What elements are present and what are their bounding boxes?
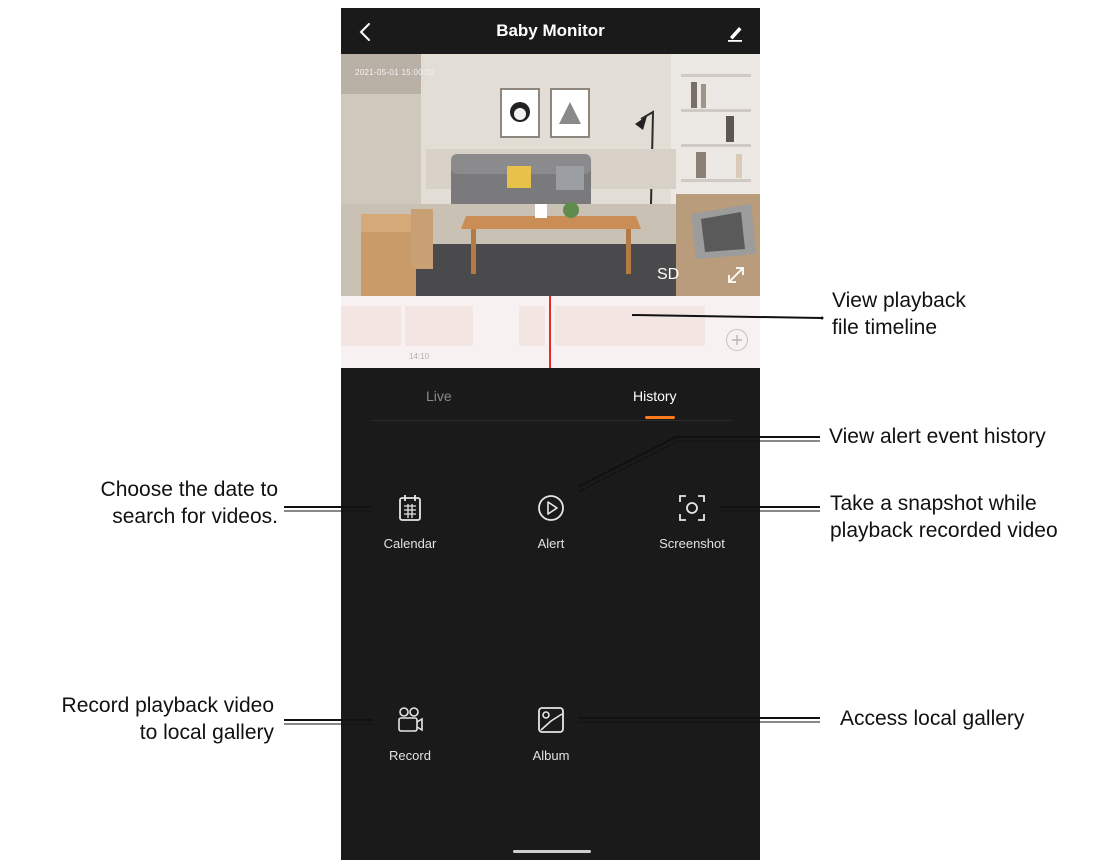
calendar-button[interactable]: Calendar (355, 492, 465, 551)
timeline-segment (555, 306, 705, 346)
annotation-line: file timeline (832, 316, 938, 339)
timeline-segment (341, 306, 401, 346)
timeline-segment (405, 306, 473, 346)
video-camera-icon (398, 707, 423, 732)
video-timestamp: 2021-05-01 15:00:02 (355, 68, 435, 77)
phone-screen: Baby Monitor (341, 8, 760, 860)
camera-live-view[interactable]: 2021-05-01 15:00:02 SD (341, 54, 760, 296)
annotation-line: Choose the date to (100, 478, 278, 501)
timeline-segment (519, 306, 545, 346)
leader-line-end (820, 316, 824, 320)
play-circle-icon (538, 495, 564, 521)
tab-history[interactable]: History (633, 388, 677, 404)
chevron-left-icon[interactable] (355, 20, 377, 44)
playback-timeline[interactable]: 14:10 (341, 296, 760, 368)
expand-diagonal-icon[interactable] (725, 264, 747, 286)
tab-divider (371, 420, 731, 421)
screenshot-button[interactable]: Screenshot (637, 492, 747, 551)
annotation-album: Access local gallery (840, 705, 1024, 732)
pencil-icon[interactable] (724, 20, 746, 44)
annotation-timeline: View playback file timeline (832, 287, 966, 341)
calendar-icon (399, 495, 421, 521)
screenshot-label: Screenshot (659, 536, 725, 551)
screenshot-icon (679, 495, 705, 521)
page-title: Baby Monitor (496, 21, 605, 40)
room-scene-image (341, 54, 760, 296)
top-bar: Baby Monitor (341, 8, 760, 54)
calendar-label: Calendar (383, 536, 437, 551)
annotation-alert: View alert event history (829, 423, 1046, 450)
plus-circle-icon[interactable] (726, 329, 748, 351)
gallery-icon (538, 707, 564, 733)
home-indicator (513, 850, 591, 853)
album-label: Album (532, 748, 570, 763)
annotation-line: View alert event history (829, 425, 1046, 448)
alert-button[interactable]: Alert (496, 492, 606, 551)
annotation-line: Access local gallery (840, 707, 1025, 730)
record-label: Record (389, 748, 431, 763)
annotation-line: playback recorded video (830, 519, 1058, 542)
annotation-record: Record playback video to local gallery (4, 692, 274, 746)
annotation-screenshot: Take a snapshot while playback recorded … (830, 490, 1058, 544)
annotation-line: View playback (832, 289, 966, 312)
tab-live[interactable]: Live (426, 388, 452, 404)
annotation-line: to local gallery (139, 721, 274, 744)
view-tabs: Live History (341, 368, 760, 420)
annotation-line: Take a snapshot while (830, 492, 1037, 515)
record-button[interactable]: Record (355, 704, 465, 763)
quality-toggle-button[interactable]: SD (657, 266, 680, 283)
timeline-tick-label: 14:10 (409, 352, 430, 361)
annotation-line: search for videos. (112, 505, 278, 528)
alert-label: Alert (537, 536, 565, 551)
timeline-cursor[interactable] (549, 296, 551, 368)
annotation-calendar: Choose the date to search for videos. (30, 476, 278, 530)
annotation-line: Record playback video (61, 694, 274, 717)
active-tab-indicator (645, 416, 675, 419)
album-button[interactable]: Album (496, 704, 606, 763)
